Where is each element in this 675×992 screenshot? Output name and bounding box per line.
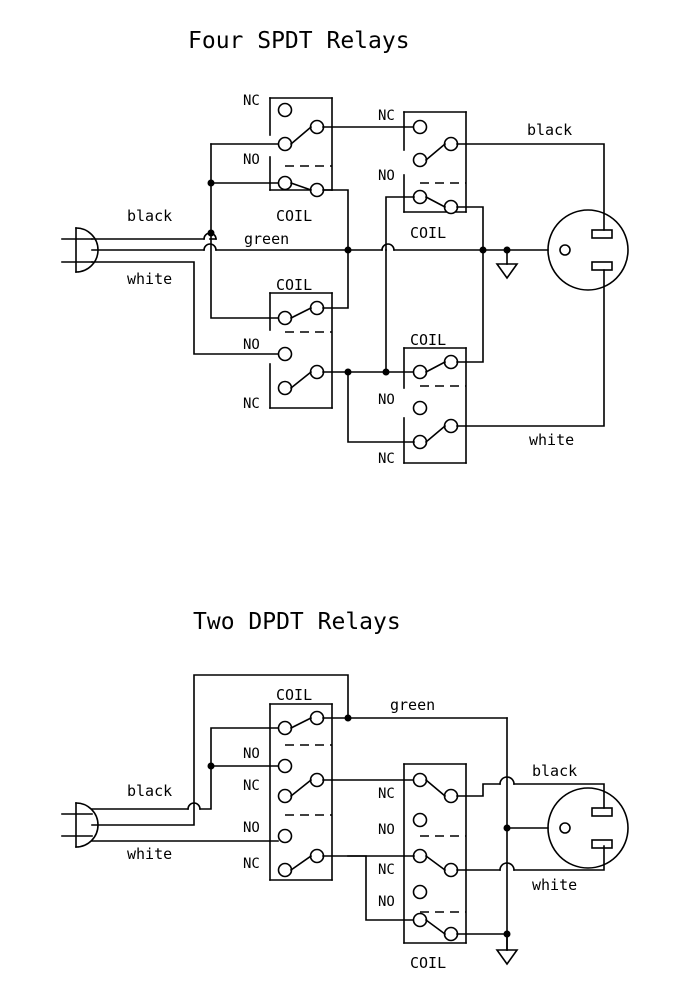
junction-dot [344,368,352,376]
black-bus-top [210,143,279,319]
label-nc: NC [243,778,260,794]
relay-2 [385,111,605,251]
label-no: NO [378,392,395,408]
junction-dot [344,714,352,722]
label-no: NO [243,746,260,762]
output-receptacle-top [547,209,629,291]
junction-dot [479,246,487,254]
label-no: NO [378,822,395,838]
label-black: black [532,762,577,780]
label-white: white [532,876,577,894]
label-nc: NC [378,862,395,878]
relay-1 [269,97,416,251]
junction-dot [207,229,215,237]
label-white: white [529,431,574,449]
junction-dot [503,824,511,832]
relay-3 [269,249,416,409]
label-black: black [127,207,172,225]
label-coil: COIL [276,686,312,704]
label-green: green [390,696,435,714]
input-wires-top [91,232,549,355]
ground-icon [495,933,519,966]
label-no: NO [243,820,260,836]
junction-dot [207,762,215,770]
label-green: green [244,230,289,248]
label-no: NO [378,894,395,910]
label-nc: NC [243,93,260,109]
junction-dot [207,179,215,187]
title-two-dpdt-relays: Two DPDT Relays [193,609,401,635]
junction-dot [344,246,352,254]
label-nc: NC [243,396,260,412]
label-black: black [127,782,172,800]
output-receptacle-bottom [547,787,629,869]
junction-dot [382,368,390,376]
label-coil: COIL [410,331,446,349]
label-white: white [127,845,172,863]
label-nc: NC [243,856,260,872]
label-no: NO [243,152,260,168]
label-no: NO [378,168,395,184]
label-coil: COIL [410,954,446,972]
label-white: white [127,270,172,288]
dpdt-relay-b [347,763,605,944]
label-coil: COIL [276,276,312,294]
label-nc: NC [378,786,395,802]
label-nc: NC [378,451,395,467]
relay-4 [347,249,605,464]
label-coil: COIL [276,207,312,225]
ground-icon [495,249,519,280]
label-nc: NC [378,108,395,124]
title-four-spdt-relays: Four SPDT Relays [188,28,410,54]
label-no: NO [243,337,260,353]
label-coil: COIL [410,224,446,242]
dpdt-relay-a [269,703,508,921]
label-black: black [527,121,572,139]
